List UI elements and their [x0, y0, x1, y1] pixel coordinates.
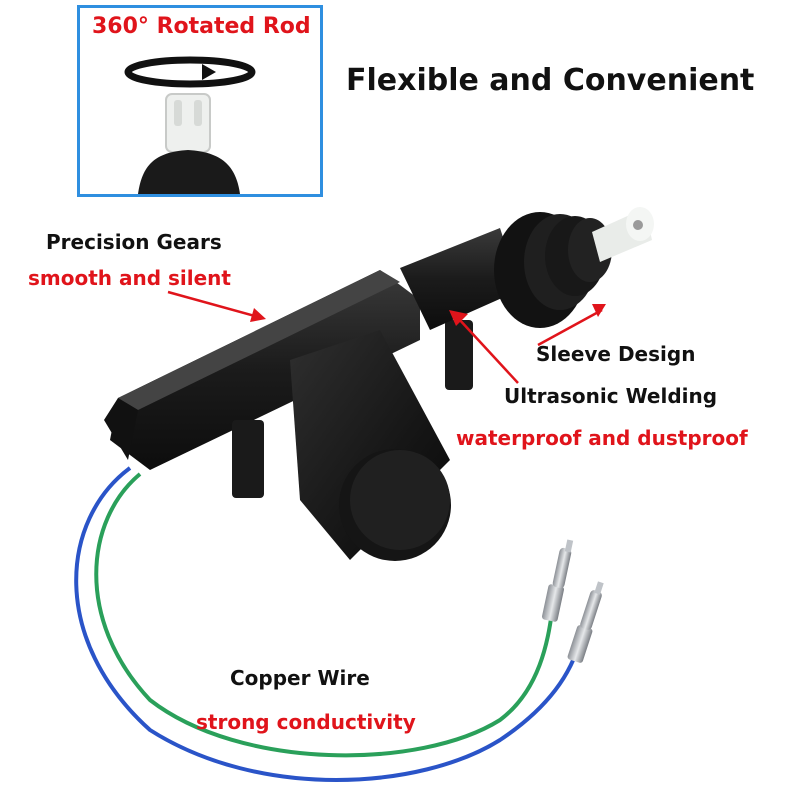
blue-wire	[74, 466, 582, 782]
page-headline: Flexible and Convenient	[346, 63, 755, 98]
callout-sleeve-title: Sleeve Design	[536, 342, 696, 366]
rotated-rod-inset: 360° Rotated Rod	[77, 5, 323, 197]
blue-wire-connector	[567, 581, 604, 663]
rubber-sleeve	[494, 212, 612, 328]
motor-can	[290, 330, 451, 561]
callout-wire-subtitle: strong conductivity	[196, 710, 416, 734]
callout-arrows	[167, 290, 606, 384]
rotating-rod-tip	[592, 207, 654, 262]
inset-title: 360° Rotated Rod	[92, 14, 311, 39]
callout-wire-title: Copper Wire	[230, 666, 370, 690]
green-wire-connector	[541, 539, 574, 622]
callout-gears-title: Precision Gears	[46, 230, 222, 254]
actuator-housing	[104, 207, 654, 561]
callout-welding-title: Ultrasonic Welding	[504, 384, 718, 408]
green-wire	[94, 472, 554, 758]
rotation-arrow-icon	[124, 56, 256, 194]
callout-welding-subtitle: waterproof and dustproof	[456, 426, 748, 450]
callout-gears-subtitle: smooth and silent	[28, 266, 231, 290]
rod-closeup-icon	[138, 93, 240, 194]
